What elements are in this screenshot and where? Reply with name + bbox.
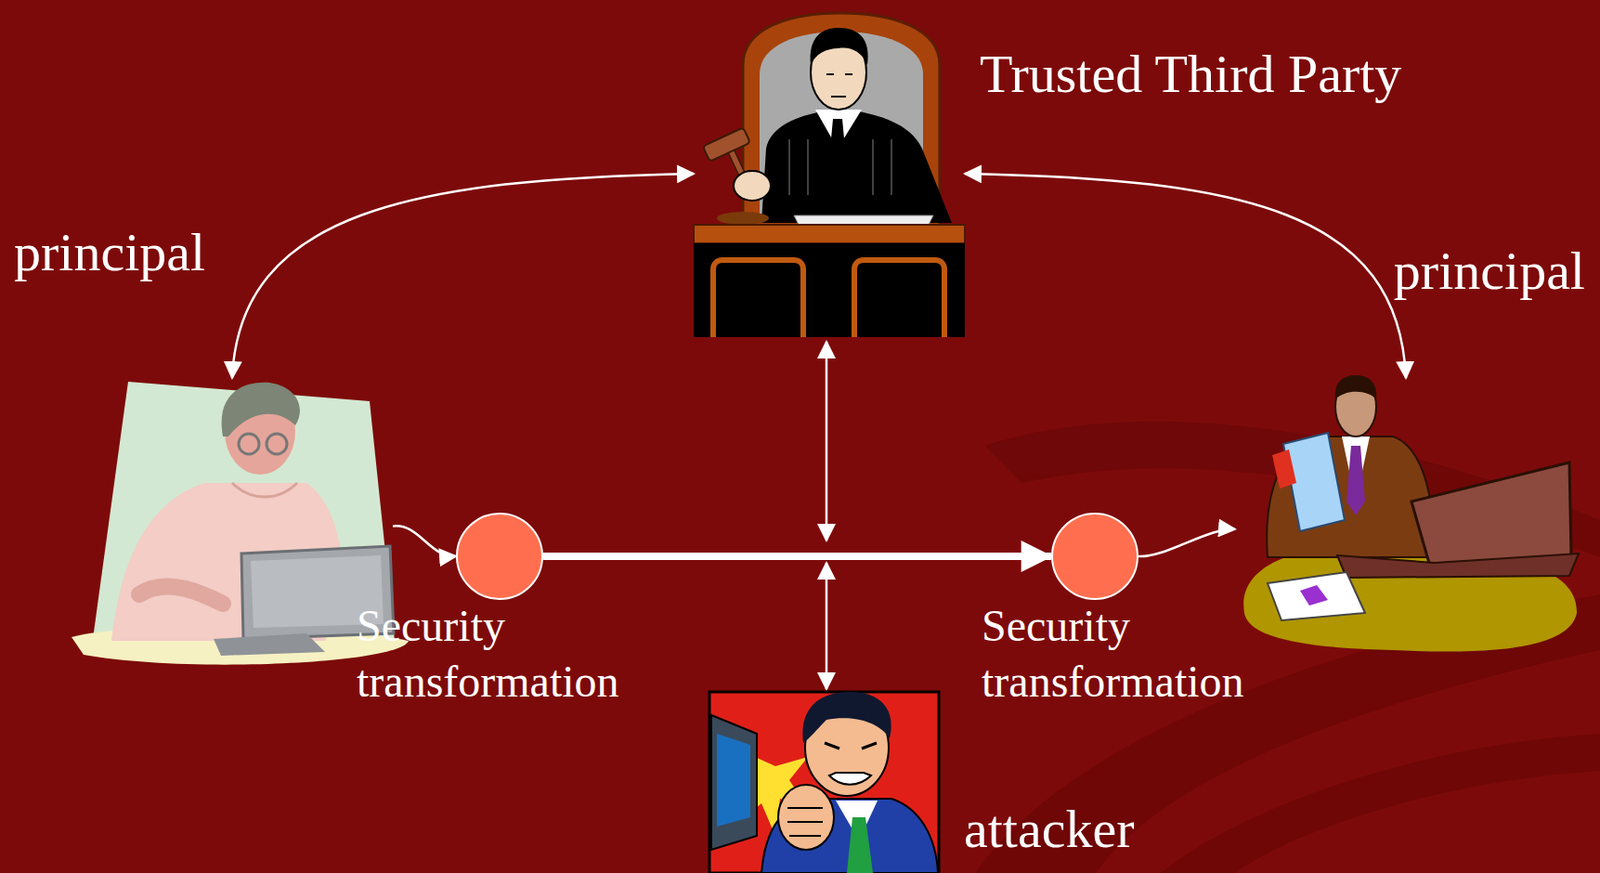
connector-arrow [232, 173, 694, 378]
left-person-figure [221, 382, 300, 437]
judge-figure [693, 224, 965, 244]
node-label: principal [10, 221, 209, 285]
judge-figure [830, 118, 846, 158]
left-person-figure [213, 633, 326, 656]
right-person-figure [1300, 585, 1328, 606]
principal-figure: principal [71, 377, 393, 669]
right-person-figure [1272, 449, 1297, 489]
left-person-figure [92, 381, 395, 641]
judge-figure [733, 170, 771, 201]
connector-arrow [392, 525, 456, 557]
attacker-figure [778, 784, 834, 850]
attacker-figure [787, 807, 823, 836]
transformation-circle: Security transformation [455, 512, 544, 600]
left-person-figure [232, 482, 298, 497]
judge-figure [854, 260, 945, 338]
background-swirls [1160, 733, 1600, 873]
node-label: Security transformation [981, 598, 1245, 710]
attacker-figure [829, 772, 872, 785]
attacker-figure [716, 733, 751, 827]
connector-arrow [1138, 529, 1236, 557]
judge-figure [761, 111, 952, 223]
attacker-figure [709, 691, 939, 873]
trusted-party-figure: Trusted Third Party [693, 10, 965, 338]
judge-figure [693, 13, 965, 338]
attacker-figure-box: attacker [709, 691, 939, 873]
node-label: Trusted Third Party [979, 43, 1402, 106]
transformation-circle: Security transformation [1051, 512, 1139, 600]
attacker-figure [711, 715, 757, 850]
judge-figure [702, 127, 770, 204]
attacker-figure [824, 742, 877, 749]
right-person-figure [1243, 375, 1579, 652]
channel-arrows [825, 562, 829, 690]
right-person-figure [1411, 462, 1572, 567]
attacker-figure [846, 817, 873, 873]
judge-figure [713, 260, 804, 338]
right-person-figure [1346, 445, 1366, 516]
judge-figure [716, 211, 769, 225]
node-label: principal [1390, 240, 1589, 303]
attacker-figure [709, 691, 939, 873]
attacker-figure [802, 691, 891, 743]
judge-figure [789, 139, 892, 196]
left-person-figure [238, 433, 260, 455]
principal-figure: principal [1235, 377, 1577, 653]
node-label: Security transformation [356, 598, 620, 710]
left-person-figure [266, 433, 287, 455]
channel-arrows [825, 341, 829, 690]
judge-figure [693, 243, 965, 338]
node-label: attacker [963, 798, 1135, 861]
judge-figure [810, 27, 869, 66]
right-person-figure [1335, 375, 1377, 400]
judge-figure [702, 127, 751, 162]
judge-figure [826, 74, 853, 97]
right-person-figure [1267, 572, 1366, 621]
left-person-figure [139, 585, 223, 604]
channel-arrow [543, 552, 1052, 560]
right-person-figure [1337, 553, 1579, 578]
judge-figure [793, 215, 934, 225]
channel-arrows [825, 341, 829, 541]
connector-arrow [964, 173, 1406, 378]
